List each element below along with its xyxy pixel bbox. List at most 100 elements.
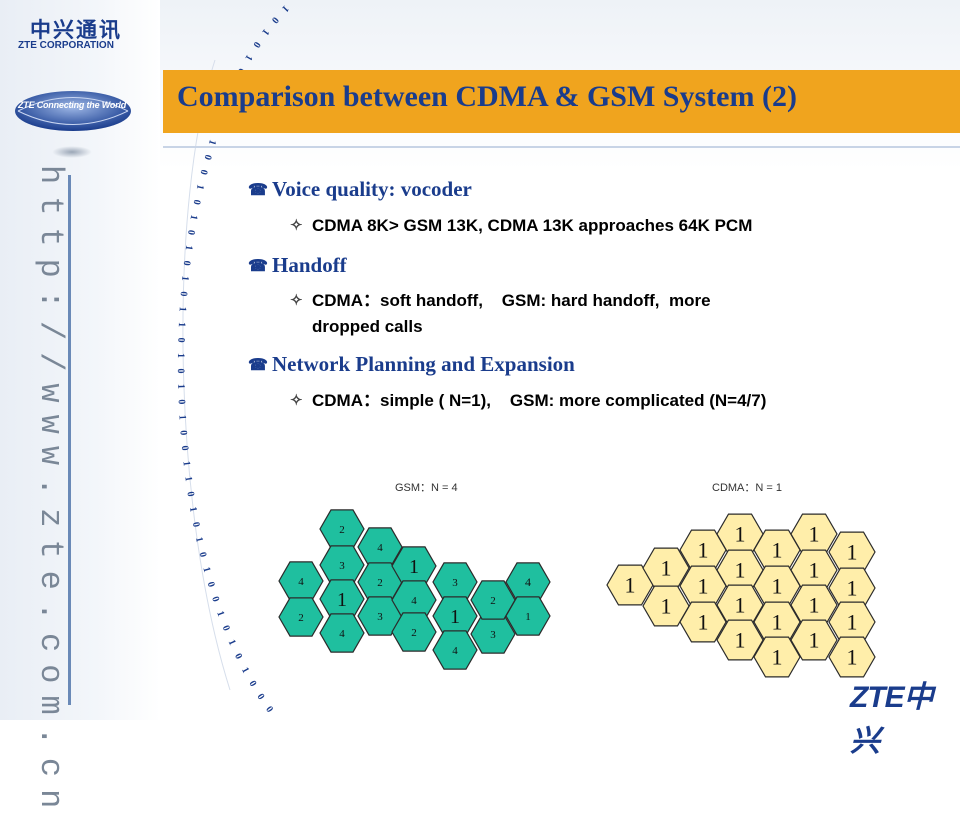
hex-cell-label: 1: [847, 540, 858, 565]
hex-cell-label: 1: [847, 576, 858, 601]
sub-bullet-vocoder: ✧ CDMA 8K> GSM 13K, CDMA 13K approaches …: [290, 213, 753, 238]
hex-cell-label: 1: [661, 556, 672, 581]
hex-cell-label: 1: [847, 645, 858, 670]
globe-icon: [15, 91, 131, 131]
bullet-handoff: ☎ Handoff: [248, 253, 347, 278]
phone-icon: ☎: [248, 357, 268, 374]
hex-shape: [319, 613, 365, 653]
hex-shape: [828, 636, 876, 678]
hex-cell: 2: [278, 597, 324, 637]
hex-cell: 1: [790, 619, 838, 661]
bullet-network-planning: ☎ Network Planning and Expansion: [248, 352, 575, 377]
hex-shape: [679, 601, 727, 643]
hex-cell: 2: [470, 580, 516, 620]
hex-cell-label: 1: [735, 558, 746, 583]
bullet-text: Handoff: [272, 253, 347, 277]
hex-cell-label: 1: [735, 628, 746, 653]
hex-shape: [432, 630, 478, 670]
hex-cell: 1: [679, 601, 727, 643]
hex-cell-label: 2: [377, 577, 383, 589]
hex-shape: [470, 580, 516, 620]
hex-cell-label: 1: [809, 522, 820, 547]
slide-title: Comparison between CDMA & GSM System (2): [177, 80, 797, 113]
zte-logo-chinese: 中兴通讯: [30, 18, 122, 42]
hex-cell-label: 4: [377, 542, 383, 554]
cdma-caption: CDMA：N = 1: [712, 482, 782, 494]
hex-cell-label: 1: [735, 593, 746, 618]
sub-bullet-text: CDMA：soft handoff, GSM: hard handoff, mo…: [312, 291, 711, 310]
hex-cell: 1: [753, 636, 801, 678]
sub-bullet-handoff: ✧ CDMA：soft handoff, GSM: hard handoff, …: [290, 288, 711, 313]
zte-footer-logo: ZTE中兴: [850, 681, 934, 758]
hex-cell: 1: [828, 531, 876, 573]
hex-cell-label: 1: [772, 574, 783, 599]
hex-cell: 3: [357, 596, 403, 636]
hex-cell-label: 1: [809, 593, 820, 618]
hex-shape: [753, 636, 801, 678]
hex-cell-label: 4: [452, 645, 458, 657]
hex-cell-label: 1: [772, 645, 783, 670]
title-bar: [163, 70, 960, 133]
hex-cell: 1: [642, 585, 690, 627]
sub-bullet-text: dropped calls: [312, 317, 423, 336]
hex-cell-label: 1: [450, 606, 460, 628]
hex-cell: 4: [432, 630, 478, 670]
hex-cell: 2: [391, 612, 437, 652]
bullet-text: Network Planning and Expansion: [272, 352, 575, 376]
hex-cell-label: 1: [337, 589, 347, 611]
hex-cell-label: 2: [490, 595, 496, 607]
hex-cell: 1: [828, 636, 876, 678]
hex-cell-label: 2: [339, 524, 345, 536]
hex-cell-label: 1: [772, 538, 783, 563]
hex-cell-label: 1: [847, 610, 858, 635]
hex-cell-label: 1: [409, 556, 419, 578]
hex-cell-label: 4: [411, 595, 417, 607]
hex-cell-label: 3: [339, 560, 345, 572]
hex-shape: [716, 619, 764, 661]
hex-shape: [278, 597, 324, 637]
hex-shape: [391, 612, 437, 652]
hex-cell: 1: [505, 596, 551, 636]
diamond-icon: ✧: [290, 292, 303, 309]
bullet-text: Voice quality: vocoder: [272, 177, 472, 201]
gsm-caption: GSM：N = 4: [395, 482, 458, 494]
sub-bullet-text: CDMA 8K> GSM 13K, CDMA 13K approaches 64…: [312, 216, 753, 235]
diamond-icon: ✧: [290, 217, 303, 234]
hex-cell-label: 1: [698, 610, 709, 635]
hex-cell-label: 1: [809, 628, 820, 653]
hex-cell-label: 1: [525, 611, 531, 623]
hex-shape: [642, 585, 690, 627]
hex-cell-label: 4: [525, 575, 531, 589]
vertical-accent-line: [68, 175, 71, 705]
hex-cell-label: 1: [735, 522, 746, 547]
hex-shape: [606, 564, 654, 606]
hex-cell-label: 2: [411, 627, 417, 639]
hex-cell-label: 3: [490, 629, 496, 641]
sub-bullet-handoff-cont: dropped calls: [312, 314, 423, 339]
title-underline: [163, 146, 960, 148]
hex-cell-label: 3: [452, 577, 458, 589]
hex-cell-label: 2: [298, 612, 304, 624]
hex-shape: [505, 596, 551, 636]
diamond-icon: ✧: [290, 392, 303, 409]
phone-icon: ☎: [248, 258, 268, 275]
hex-cell-label: 1: [625, 573, 636, 598]
hex-shape: [790, 619, 838, 661]
hex-cell: 4: [319, 613, 365, 653]
hex-cell: 1: [716, 619, 764, 661]
hex-cell-label: 1: [698, 574, 709, 599]
bullet-voice-quality: ☎ Voice quality: vocoder: [248, 177, 472, 202]
hex-cell-label: 3: [377, 611, 383, 623]
slogan-text: ZTE Connecting the World: [18, 100, 127, 110]
hex-cell-label: 1: [772, 610, 783, 635]
gsm-hex-diagram: 2 4 3 2 1 4 1 2 4 3 4 2 3 1 4 3 2 4 1: [278, 509, 551, 670]
hex-cell-label: 1: [809, 558, 820, 583]
phone-icon: ☎: [248, 182, 268, 199]
sub-bullet-text: CDMA：simple ( N=1), GSM: more complicate…: [312, 391, 767, 410]
zte-logo-english: ZTE CORPORATION: [18, 40, 114, 51]
sub-bullet-planning: ✧ CDMA：simple ( N=1), GSM: more complica…: [290, 388, 767, 413]
hex-cell-label: 4: [298, 576, 304, 588]
hex-cell-label: 4: [339, 628, 345, 640]
hex-cell-label: 1: [698, 538, 709, 563]
